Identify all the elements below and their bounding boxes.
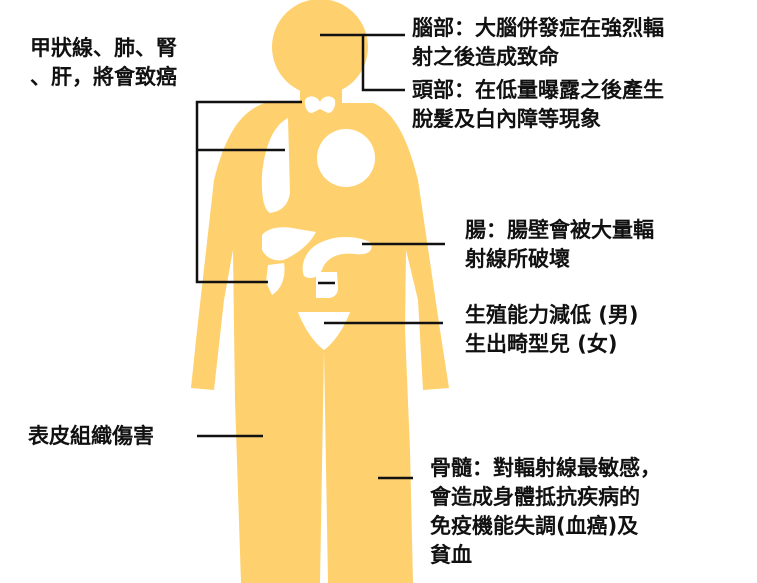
heart-organ [317, 129, 375, 187]
thyroid-leader-line [195, 100, 302, 284]
head-leader-line [320, 33, 405, 92]
reproductive-label: 生殖能力減低 (男) 生出畸型兒 (女) [465, 303, 639, 356]
intestine-organ [316, 272, 338, 298]
kidney-organ [266, 263, 285, 295]
organs [261, 96, 375, 350]
thyroid-organ [304, 96, 336, 113]
head-label: 頭部：在低量曝露之後產生 脫髮及白內障等現象 [412, 78, 664, 131]
intestine-label: 腸：腸壁會被大量輻 射線所破壞 [465, 218, 654, 271]
thyroid-lung-kidney-liver-label: 甲狀線、肺、腎 、肝，將會致癌 [30, 36, 177, 89]
leader-lines [195, 33, 445, 480]
bone-marrow-label: 骨髓：對輻射線最敏感， 會造成身體抵抗疾病的 免疫機能失調(血癌)及 貧血 [430, 456, 661, 567]
skin-label: 表皮組織傷害 [28, 424, 154, 448]
stomach-organ [302, 236, 372, 278]
pelvis-organ [298, 312, 350, 350]
head-shape [272, 0, 368, 95]
brain-label: 腦部：大腦併發症在強烈輻 射之後造成致命 [412, 16, 664, 69]
left-lung-organ [261, 118, 290, 213]
liver-organ [262, 227, 316, 261]
